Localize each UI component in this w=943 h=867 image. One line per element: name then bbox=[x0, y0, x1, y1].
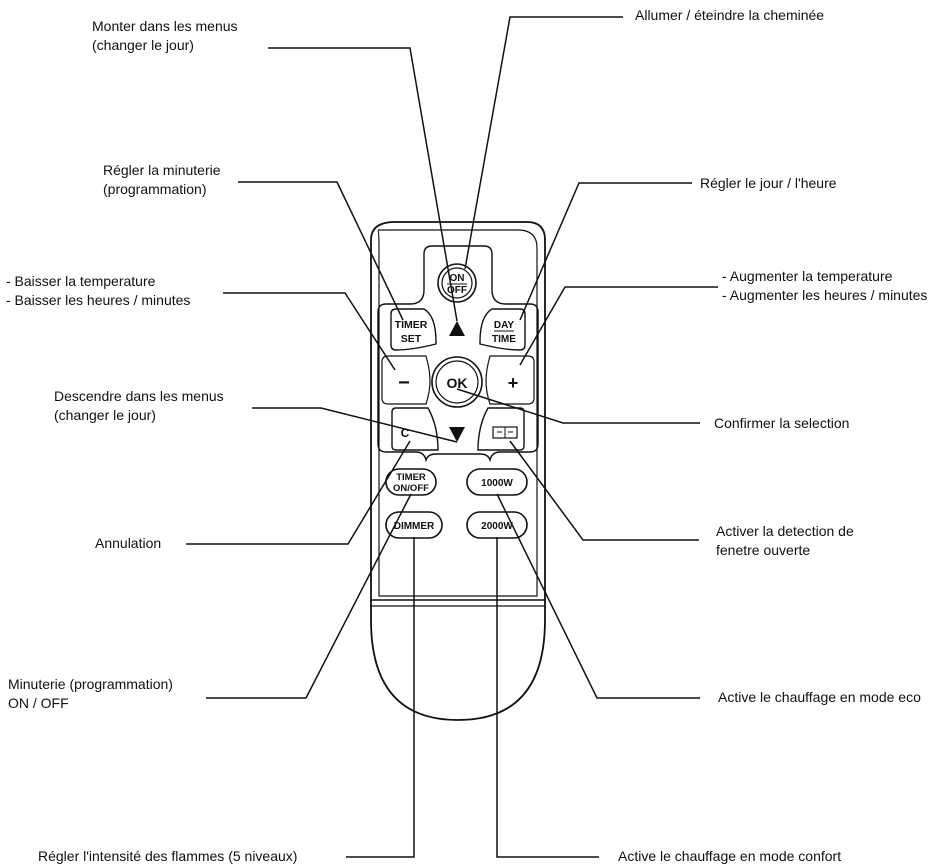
callout-augmenter-line2: - Augmenter les heures / minutes bbox=[722, 287, 928, 303]
ok-button[interactable]: OK bbox=[431, 356, 483, 408]
leader-jour-heure bbox=[519, 182, 692, 321]
window-detection-button[interactable] bbox=[477, 407, 525, 451]
leader-confirmer bbox=[456, 388, 700, 424]
callout-minuterie-regler: Régler la minuterie (programmation) bbox=[103, 161, 221, 199]
callout-jour-heure: Régler le jour / l'heure bbox=[700, 175, 837, 191]
callout-descendre-line1: Descendre dans les menus bbox=[54, 388, 224, 404]
callout-baisser-line2: - Baisser les heures / minutes bbox=[6, 292, 191, 308]
cancel-button[interactable]: C bbox=[391, 407, 439, 451]
leader-minuterie-onoff bbox=[206, 493, 412, 699]
callout-fenetre-line1: Activer la detection de bbox=[716, 523, 854, 539]
down-arrow-icon bbox=[449, 427, 465, 442]
leader-minuterie-regler bbox=[238, 181, 404, 321]
callout-confort: Active le chauffage en mode confort bbox=[618, 848, 842, 864]
cancel-label: C bbox=[401, 426, 410, 440]
day-time-label-top: DAY bbox=[494, 320, 515, 331]
callout-augmenter-line1: - Augmenter la temperature bbox=[722, 268, 893, 284]
callout-descendre: Descendre dans les menus (changer le jou… bbox=[54, 387, 224, 425]
callout-minuterie-regler-line1: Régler la minuterie bbox=[103, 162, 221, 178]
open-window-icon bbox=[492, 426, 518, 439]
leader-augmenter bbox=[519, 286, 718, 366]
timer-set-label-top: TIMER bbox=[395, 319, 428, 331]
plus-button[interactable]: + bbox=[485, 355, 535, 405]
1000w-label: 1000W bbox=[481, 478, 513, 489]
callout-confirmer: Confirmer la selection bbox=[714, 415, 850, 431]
timer-on-off-label-top: TIMER bbox=[396, 472, 426, 483]
callout-eco: Active le chauffage en mode eco bbox=[718, 689, 921, 705]
ok-label: OK bbox=[447, 375, 468, 391]
leader-descendre bbox=[252, 407, 458, 443]
callout-minuterie-onoff-line1: Minuterie (programmation) bbox=[8, 676, 173, 692]
callout-baisser: - Baisser la temperature - Baisser les h… bbox=[6, 272, 190, 310]
timer-set-button[interactable]: TIMER SET bbox=[390, 308, 437, 351]
plus-label: + bbox=[508, 373, 519, 393]
callout-minuterie-onoff-line2: ON / OFF bbox=[8, 695, 69, 711]
leader-eco bbox=[496, 493, 700, 699]
up-arrow-button[interactable] bbox=[449, 321, 465, 336]
callout-descendre-line2: (changer le jour) bbox=[54, 407, 156, 423]
callout-monter: Monter dans les menus (changer le jour) bbox=[92, 17, 238, 55]
leader-fenetre bbox=[509, 440, 699, 541]
timer-set-label-bottom: SET bbox=[401, 333, 422, 345]
callout-monter-line2: (changer le jour) bbox=[92, 37, 194, 53]
2000w-label: 2000W bbox=[481, 521, 513, 532]
callout-monter-line1: Monter dans les menus bbox=[92, 18, 238, 34]
1000w-button[interactable]: 1000W bbox=[466, 468, 528, 496]
up-arrow-icon bbox=[449, 321, 465, 336]
timer-on-off-button[interactable]: TIMER ON/OFF bbox=[385, 468, 437, 496]
callout-annulation: Annulation bbox=[95, 535, 162, 551]
minus-label: − bbox=[398, 372, 410, 394]
leader-lines bbox=[186, 16, 718, 858]
callout-baisser-line1: - Baisser la temperature bbox=[6, 273, 156, 289]
dimmer-label: DIMMER bbox=[394, 521, 435, 532]
leader-baisser bbox=[223, 292, 396, 371]
leader-monter bbox=[268, 47, 458, 322]
day-time-button[interactable]: DAY TIME bbox=[479, 308, 526, 351]
on-off-button-label-bottom: OFF bbox=[447, 285, 467, 296]
callout-fenetre: Activer la detection de fenetre ouverte bbox=[716, 522, 854, 560]
timer-on-off-label-bottom: ON/OFF bbox=[393, 483, 429, 494]
minus-button[interactable]: − bbox=[381, 355, 431, 405]
on-off-button[interactable]: ON OFF bbox=[437, 263, 477, 303]
leader-annulation bbox=[186, 440, 411, 545]
leader-confort bbox=[496, 537, 599, 858]
callout-fenetre-line2: fenetre ouverte bbox=[716, 542, 811, 558]
callout-minuterie-onoff: Minuterie (programmation) ON / OFF bbox=[8, 675, 173, 713]
callout-allumer: Allumer / éteindre la cheminée bbox=[635, 7, 825, 23]
callout-minuterie-regler-line2: (programmation) bbox=[103, 181, 207, 197]
callout-augmenter: - Augmenter la temperature - Augmenter l… bbox=[722, 267, 927, 305]
leader-flammes bbox=[346, 537, 415, 858]
down-arrow-button[interactable] bbox=[449, 427, 465, 442]
dpad-frame bbox=[377, 245, 539, 463]
on-off-button-label-top: ON bbox=[450, 273, 465, 284]
callout-flammes: Régler l'intensité des flammes (5 niveau… bbox=[38, 848, 298, 864]
day-time-label-bottom: TIME bbox=[492, 334, 516, 345]
leader-allumer bbox=[464, 16, 623, 270]
2000w-button[interactable]: 2000W bbox=[466, 511, 528, 539]
